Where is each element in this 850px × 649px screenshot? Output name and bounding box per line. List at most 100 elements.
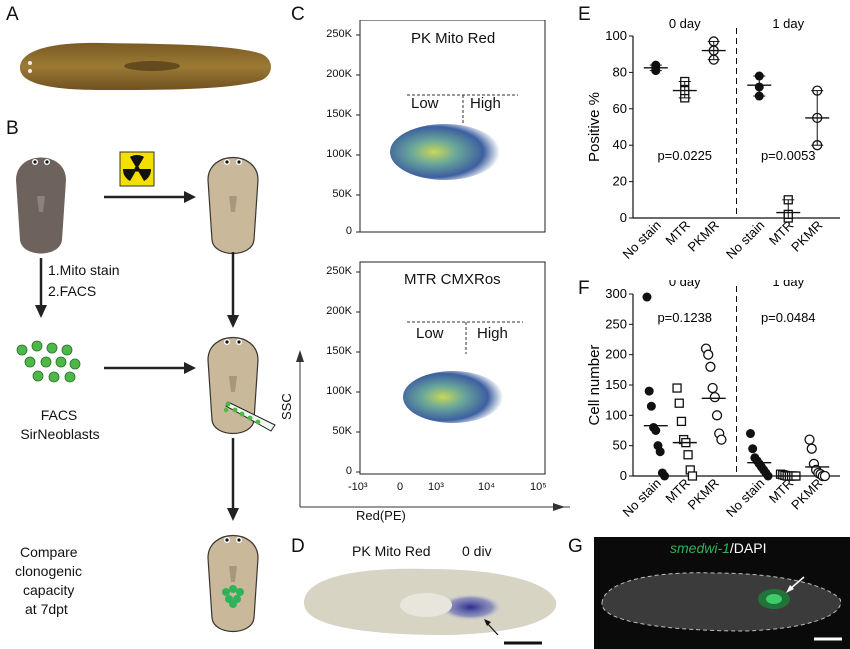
data-point	[819, 470, 831, 482]
data-point	[676, 416, 687, 427]
axis-label-ssc: SSC	[279, 393, 294, 420]
tick-label: 0	[345, 465, 352, 477]
gate-high-top: High	[470, 95, 501, 112]
p-value-label: p=0.0225	[657, 148, 712, 163]
tick-label: 250K	[326, 265, 352, 277]
fluor-title: smedwi-1/DAPI	[670, 540, 766, 556]
data-point	[745, 429, 755, 439]
tick-label: 10⁴	[478, 481, 495, 493]
data-point	[646, 401, 656, 411]
data-point	[683, 450, 693, 460]
data-point	[804, 434, 815, 445]
panel-label-a: A	[6, 4, 19, 25]
gate-high-bottom: High	[477, 325, 508, 342]
tick-label: 80	[613, 64, 627, 79]
tick-label: 0	[397, 481, 404, 493]
fluor-title-white: /DAPI	[729, 540, 767, 556]
data-point	[651, 426, 661, 435]
step-facs: 2.FACS	[48, 283, 97, 299]
tick-label: 200	[605, 347, 627, 362]
data-point	[644, 386, 654, 396]
tick-label: 100K	[326, 148, 352, 160]
data-point	[703, 349, 714, 360]
data-point	[716, 434, 727, 445]
compare-line-2: clonogenic	[15, 563, 82, 579]
tick-label: 150	[605, 377, 627, 392]
tick-label: 200K	[326, 305, 352, 317]
category-label: No stain	[723, 218, 767, 262]
data-point	[748, 444, 758, 454]
fluor-title-green: smedwi-1	[670, 540, 730, 556]
tick-label: 10⁵	[530, 481, 547, 493]
tick-label: 250	[605, 316, 627, 331]
tick-label: 0	[620, 468, 627, 483]
tick-label: 300	[605, 286, 627, 301]
dark-planarian-icon	[16, 157, 66, 254]
tick-label: 0	[620, 210, 627, 225]
group-label: 0 day	[669, 280, 701, 289]
group-label: 0 day	[669, 16, 701, 31]
tick-label: 20	[613, 174, 627, 189]
tick-label: 150K	[326, 345, 352, 357]
injection-needle-icon	[223, 401, 276, 432]
tick-label: 50	[613, 438, 627, 453]
panel-label-g: G	[568, 536, 583, 557]
data-point	[707, 382, 718, 394]
data-point	[672, 383, 682, 393]
tick-label: 60	[613, 101, 627, 116]
tick-label: 50K	[332, 425, 352, 437]
y-axis-label: Cell number	[586, 345, 603, 426]
step-mito-stain: 1.Mito stain	[48, 262, 120, 278]
tick-label: 10³	[428, 481, 444, 493]
plot-title-mtr-cmxros: MTR CMXRos	[404, 271, 501, 288]
data-point	[655, 447, 665, 457]
axis-label-red-pe: Red(PE)	[356, 508, 406, 523]
data-point	[687, 471, 698, 481]
data-point	[674, 398, 684, 408]
group-label: 1 day	[772, 280, 804, 289]
data-point	[642, 292, 652, 302]
facs-label: FACS	[40, 407, 78, 423]
workflow-diagram	[16, 151, 276, 632]
light-planarian-icon-3	[207, 535, 259, 632]
stain-timepoint: 0 div	[462, 543, 492, 559]
tick-label: 200K	[326, 68, 352, 80]
tick-label: 100	[605, 28, 627, 43]
panel-label-c: C	[291, 4, 305, 25]
tick-label: 50K	[332, 188, 352, 200]
data-point	[709, 391, 720, 403]
compare-line-1: Compare	[20, 544, 78, 560]
plot-title-pk-mito-red: PK Mito Red	[411, 30, 496, 47]
data-point	[660, 471, 670, 481]
light-planarian-icon-1	[207, 157, 259, 254]
neoblast-cluster	[16, 340, 81, 383]
data-point	[711, 410, 723, 421]
category-label: PKMR	[788, 218, 825, 255]
stain-title: PK Mito Red	[352, 543, 431, 559]
category-label: PKMR	[788, 476, 825, 513]
compare-line-3: capacity	[23, 582, 75, 598]
planarian-photo	[20, 42, 271, 90]
gate-low-top: Low	[411, 95, 439, 112]
tick-label: 100	[605, 407, 627, 422]
panel-label-d: D	[291, 536, 305, 557]
tick-label: 0	[345, 225, 352, 237]
tick-label: 100K	[326, 385, 352, 397]
tick-label: 150K	[326, 108, 352, 120]
tick-label: 40	[613, 137, 627, 152]
y-axis-label: Positive %	[586, 92, 603, 162]
tick-label: -10³	[348, 481, 368, 493]
p-value-label: p=0.0053	[761, 148, 816, 163]
data-point	[806, 443, 817, 454]
panel-label-e: E	[578, 4, 591, 25]
panel-label-f: F	[578, 278, 590, 299]
fluorescence-image	[594, 537, 850, 649]
sirneoblasts-label: SirNeoblasts	[20, 426, 100, 442]
group-label: 1 day	[772, 16, 804, 31]
p-value-label: p=0.1238	[657, 310, 712, 325]
gate-low-bottom: Low	[416, 325, 444, 342]
category-label: PKMR	[685, 218, 722, 255]
tick-label: 250K	[326, 28, 352, 40]
